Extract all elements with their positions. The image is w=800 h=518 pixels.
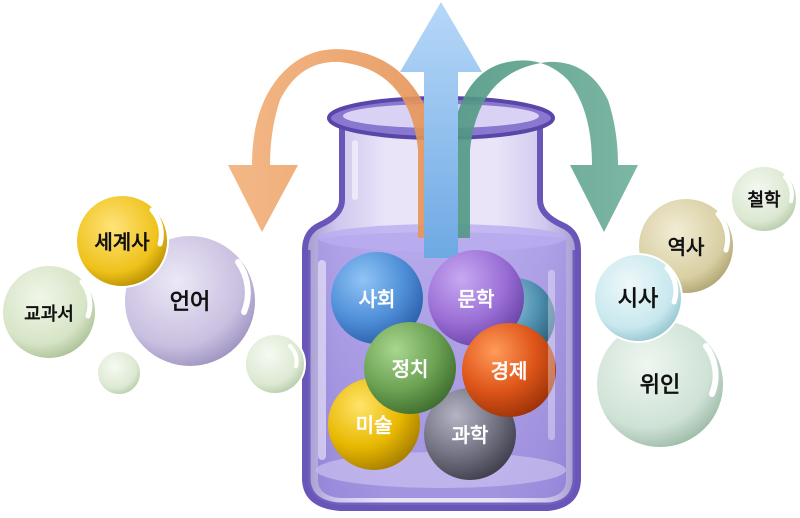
bubble-philosophy: 철학 [730, 165, 798, 233]
bubble-history-label: 역사 [668, 235, 705, 259]
bubble-philosophy-label: 철학 [747, 189, 781, 211]
bubble-great-people: 위인 [595, 319, 725, 449]
jar-outline [302, 128, 581, 511]
green-curved-arrow [450, 60, 638, 239]
bubble-world-history-label: 세계사 [94, 230, 150, 254]
jar-neck-highlight [352, 140, 358, 200]
jar-balls: 사회 문학 과학 미술 정치 경제 [328, 250, 556, 480]
small-bubble-1 [96, 350, 142, 396]
small-bubble-2-shine [288, 344, 299, 368]
bubble-language-label: 언어 [170, 290, 210, 315]
ball-society: 사회 [331, 252, 423, 344]
bubble-world-history: 세계사 [75, 194, 169, 288]
bubble-textbook-label: 교과서 [24, 304, 74, 325]
ball-art-label: 미술 [356, 413, 393, 437]
ball-society-label: 사회 [359, 287, 396, 311]
small-bubble-2 [244, 333, 306, 395]
jar-right-highlight [548, 270, 555, 440]
bubble-textbook: 교과서 [1, 264, 97, 360]
ball-politics: 정치 [364, 322, 456, 414]
ball-science-label: 과학 [452, 423, 489, 447]
bubble-great-people-label: 위인 [640, 373, 680, 398]
ball-literature-label: 문학 [458, 287, 495, 311]
bubble-current-affairs: 시사 [593, 253, 683, 343]
ball-economy: 경제 [462, 323, 556, 417]
jar-front-glass [305, 250, 578, 508]
blue-up-arrow [400, 2, 482, 258]
ball-politics-label: 정치 [392, 357, 429, 381]
ball-literature: 문학 [428, 250, 524, 346]
jar-highlight [318, 260, 326, 460]
ball-economy-label: 경제 [491, 359, 528, 383]
orange-curved-arrow [228, 49, 440, 238]
bubble-current-affairs-label: 시사 [618, 287, 659, 312]
